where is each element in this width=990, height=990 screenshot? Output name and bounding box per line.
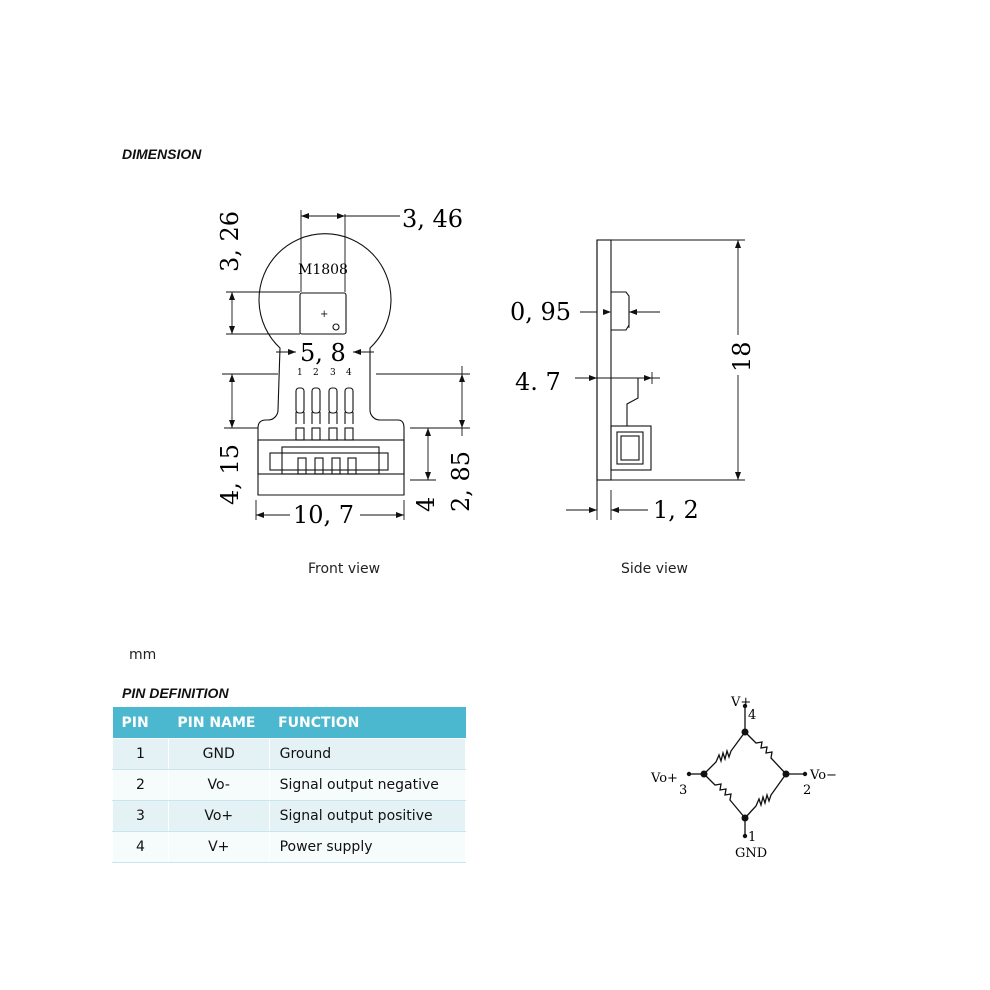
pin-definition-heading: PIN DEFINITION — [122, 685, 229, 701]
dim-top-height: 3, 26 — [216, 211, 244, 272]
dim-pin-span: 5, 8 — [300, 339, 346, 367]
side-view-caption: Side view — [621, 561, 688, 577]
bridge-top-pin: 4 — [748, 708, 756, 723]
bridge-right-label: Vo− — [809, 768, 837, 783]
dim-total-height: 18 — [728, 341, 756, 372]
front-view-caption: Front view — [308, 561, 381, 577]
pin-number-1: 1 — [297, 368, 303, 378]
board-outline — [257, 233, 405, 496]
pin-definition-table: PIN PIN NAME FUNCTION 1 GND Ground 2 Vo-… — [112, 707, 467, 863]
dim-bottom-width: 10, 7 — [293, 501, 354, 529]
table-header-row: PIN PIN NAME FUNCTION — [112, 707, 466, 739]
pin-number-3: 3 — [330, 368, 336, 378]
table-row: 2 Vo- Signal output negative — [112, 769, 467, 801]
bridge-right-pin: 2 — [803, 783, 811, 798]
dim-connector-depth: 4. 7 — [515, 368, 561, 396]
bridge-top-label: V+ — [730, 695, 751, 710]
pin-number-2: 2 — [313, 368, 319, 378]
connector-side — [610, 425, 652, 471]
bridge-left-label: Vo+ — [650, 771, 678, 786]
bridge-bottom-label: GND — [735, 846, 767, 861]
part-label: M1808 — [298, 262, 348, 278]
bridge-bottom-pin: 1 — [748, 830, 756, 845]
dim-connector-height: 4 — [412, 497, 440, 512]
table-row: 4 V+ Power supply — [112, 831, 467, 863]
dim-chip-thickness: 0, 95 — [510, 298, 571, 326]
chip-mark: + — [320, 309, 328, 320]
sensor-chip — [299, 292, 347, 335]
header-pin: PIN — [112, 707, 169, 739]
table-row: 3 Vo+ Signal output positive — [112, 800, 467, 832]
header-function: FUNCTION — [269, 707, 466, 739]
chip-dot — [332, 323, 340, 331]
dim-right-height: 2, 85 — [447, 451, 475, 512]
dimension-heading: DIMENSION — [122, 146, 202, 162]
dim-left-height: 4, 15 — [216, 444, 244, 505]
dim-board-thickness: 1, 2 — [653, 496, 699, 524]
pin-number-4: 4 — [346, 368, 352, 378]
header-pin-name: PIN NAME — [168, 707, 270, 739]
bridge-left-pin: 3 — [679, 783, 687, 798]
dim-top-width: 3, 46 — [402, 205, 463, 233]
unit-label: mm — [129, 647, 157, 663]
